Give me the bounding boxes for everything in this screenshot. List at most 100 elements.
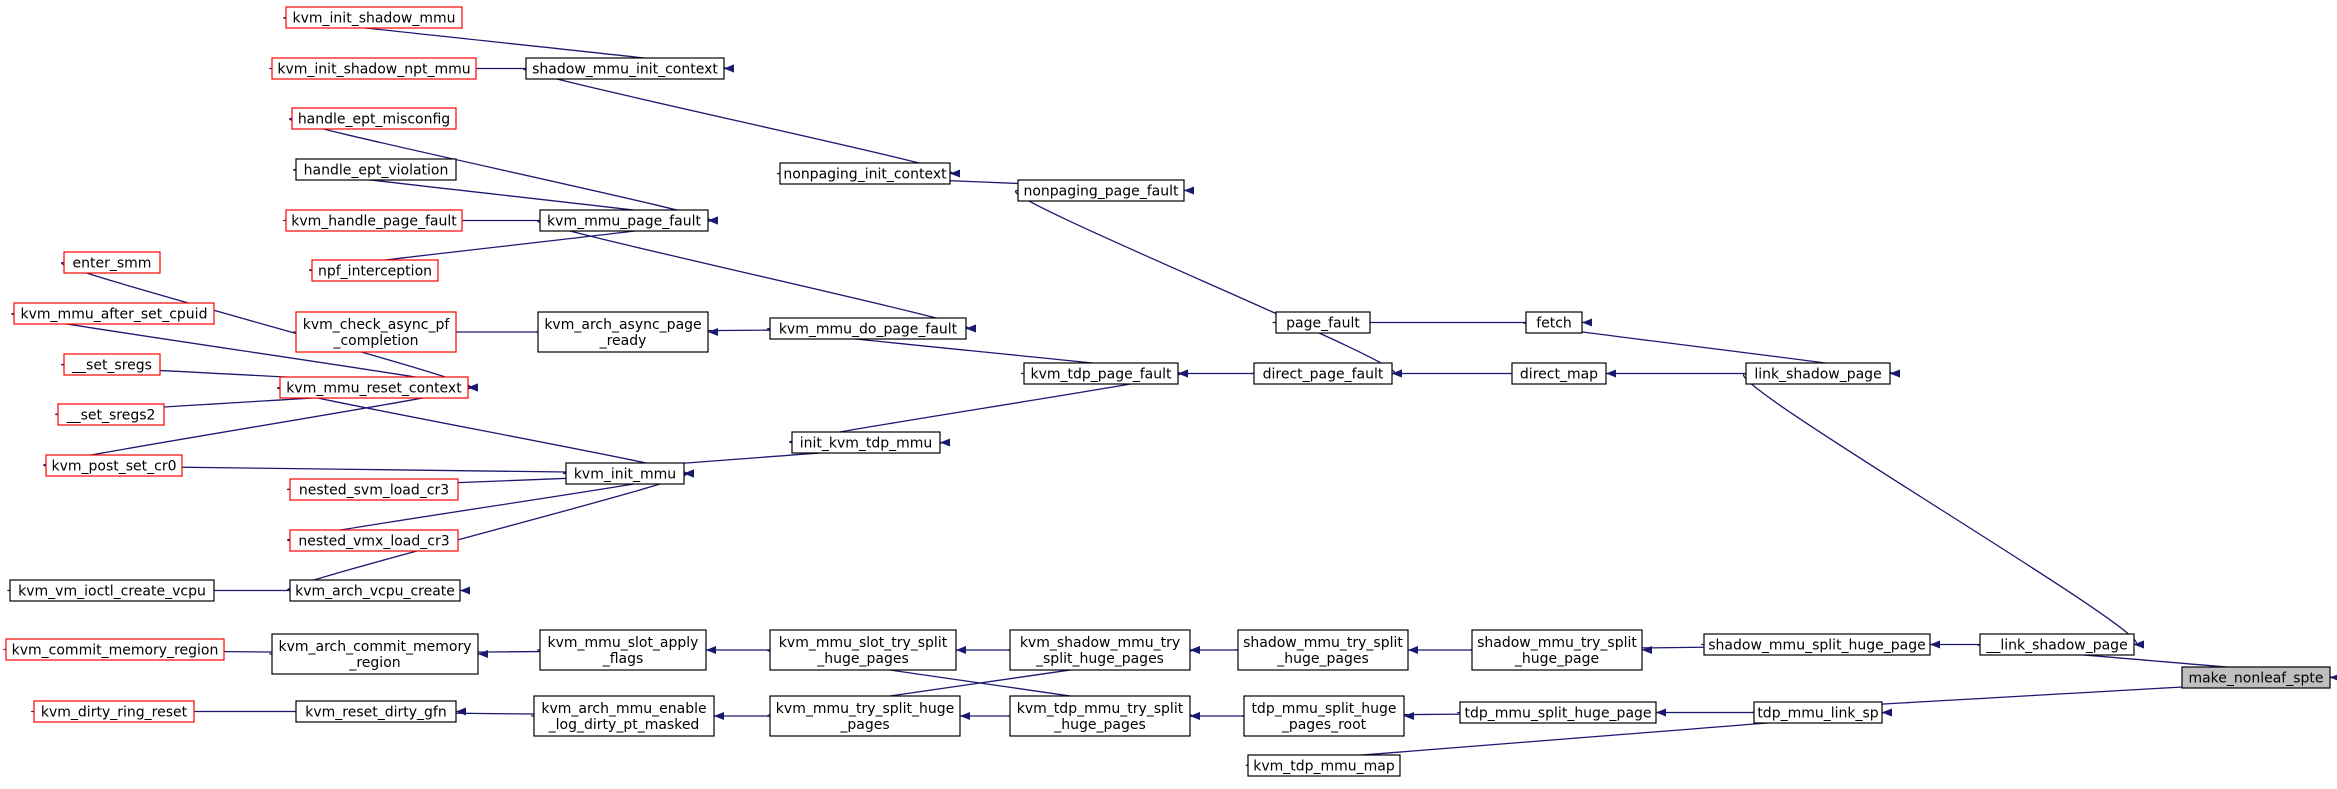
node-box [1247,754,1401,777]
node-kvm_reset_dirty_gfn[interactable]: kvm_reset_dirty_gfn [295,700,457,723]
node-nested_svm_load_cr3[interactable]: nested_svm_load_cr3 [289,478,459,501]
node-box [1753,701,1883,724]
node-label: shadow_mmu_try_split [1243,635,1403,651]
node-kvm_tdp_page_fault[interactable]: kvm_tdp_page_fault [1023,362,1179,385]
node-kvm_arch_vcpu_create[interactable]: kvm_arch_vcpu_create [289,579,461,602]
node-box [565,462,685,485]
node-box [271,633,479,675]
node-box [779,162,951,185]
node-label: kvm_mmu_slot_apply [548,635,699,651]
node-page_fault[interactable]: page_fault [1275,311,1371,334]
node-set_sregs[interactable]: __set_sregs [63,353,161,376]
node-kvm_mmu_do_page_fault[interactable]: kvm_mmu_do_page_fault [769,317,967,340]
node-fetch[interactable]: fetch [1525,311,1583,334]
node-tdp_mmu_split_huge_pages_root[interactable]: tdp_mmu_split_huge_pages_root [1243,695,1405,737]
node-kvm_init_shadow_npt_mmu[interactable]: kvm_init_shadow_npt_mmu [271,57,477,80]
node-box [311,259,439,282]
node-link_shadow_page[interactable]: link_shadow_page [1745,362,1891,385]
node-label: nested_svm_load_cr3 [299,483,449,499]
node-shadow_mmu_split_huge_page[interactable]: shadow_mmu_split_huge_page [1703,633,1931,656]
node-kvm_handle_page_fault[interactable]: kvm_handle_page_fault [285,209,463,232]
node-label: kvm_handle_page_fault [291,214,457,230]
node-init_kvm_tdp_mmu[interactable]: init_kvm_tdp_mmu [791,431,941,454]
node-shadow_mmu_try_split_huge_pages[interactable]: shadow_mmu_try_split_huge_pages [1237,629,1409,671]
node-label: _region [348,655,400,671]
node-set_sregs2[interactable]: __set_sregs2 [57,403,165,426]
node-box [1525,311,1583,334]
node-label: kvm_vm_ioctl_create_vcpu [18,584,206,600]
node-label: _split_huge_pages [1035,651,1164,667]
node-kvm_check_async_pf_completion[interactable]: kvm_check_async_pf_completion [295,311,457,353]
node-label: nonpaging_init_context [783,167,947,183]
node-box [5,638,225,661]
node-box [285,209,463,232]
node-nonpaging_page_fault[interactable]: nonpaging_page_fault [1017,179,1185,202]
node-kvm_commit_memory_region[interactable]: kvm_commit_memory_region [5,638,225,661]
node-nonpaging_init_context[interactable]: nonpaging_init_context [779,162,951,185]
node-kvm_init_mmu[interactable]: kvm_init_mmu [565,462,685,485]
node-box [533,695,715,737]
node-kvm_post_set_cr0[interactable]: kvm_post_set_cr0 [45,454,183,477]
node-box [1471,629,1643,671]
node-tdp_mmu_link_sp[interactable]: tdp_mmu_link_sp [1753,701,1883,724]
node-label: nonpaging_page_fault [1023,184,1179,200]
node-kvm_tdp_mmu_map[interactable]: kvm_tdp_mmu_map [1247,754,1401,777]
node-kvm_mmu_after_set_cpuid[interactable]: kvm_mmu_after_set_cpuid [13,302,215,325]
node-link_shadow_page_2[interactable]: __link_shadow_page [1979,633,2135,656]
node-label: _pages_root [1281,717,1367,733]
node-kvm_init_shadow_mmu[interactable]: kvm_init_shadow_mmu [285,6,463,29]
node-label: kvm_init_shadow_npt_mmu [277,62,470,78]
node-direct_page_fault[interactable]: direct_page_fault [1253,362,1393,385]
node-box [1459,701,1657,724]
node-kvm_mmu_slot_try_split_huge_pages[interactable]: kvm_mmu_slot_try_split_huge_pages [769,629,957,671]
node-nested_vmx_load_cr3[interactable]: nested_vmx_load_cr3 [289,529,459,552]
node-label: direct_map [1520,367,1598,383]
node-box [1243,695,1405,737]
node-shadow_mmu_try_split_huge_page[interactable]: shadow_mmu_try_split_huge_page [1471,629,1643,671]
node-box [279,376,469,399]
node-box [539,629,707,671]
node-kvm_mmu_slot_apply_flags[interactable]: kvm_mmu_slot_apply_flags [539,629,707,671]
node-npf_interception[interactable]: npf_interception [311,259,439,282]
node-kvm_arch_async_page_ready[interactable]: kvm_arch_async_page_ready [537,311,709,353]
node-label: handle_ept_violation [304,163,449,179]
node-kvm_tdp_mmu_try_split_huge_pages[interactable]: kvm_tdp_mmu_try_split_huge_pages [1009,695,1191,737]
node-label: kvm_arch_async_page [544,317,701,333]
node-shadow_mmu_init_context[interactable]: shadow_mmu_init_context [525,57,725,80]
node-kvm_vm_ioctl_create_vcpu[interactable]: kvm_vm_ioctl_create_vcpu [9,579,215,602]
node-handle_ept_violation[interactable]: handle_ept_violation [295,158,457,181]
node-label: _flags [602,651,644,667]
node-kvm_arch_mmu_enable_log_dirty_pt_masked[interactable]: kvm_arch_mmu_enable_log_dirty_pt_masked [533,695,715,737]
node-enter_smm[interactable]: enter_smm [63,251,161,274]
node-box [295,700,457,723]
node-label: kvm_commit_memory_region [12,643,219,659]
node-label: __set_sregs [71,358,152,374]
node-direct_map[interactable]: direct_map [1511,362,1607,385]
node-label: kvm_mmu_do_page_fault [779,322,958,338]
node-label: kvm_mmu_after_set_cpuid [21,307,208,323]
node-kvm_dirty_ring_reset[interactable]: kvm_dirty_ring_reset [33,700,195,723]
node-handle_ept_misconfig[interactable]: handle_ept_misconfig [291,107,457,130]
node-label: kvm_tdp_mmu_map [1253,759,1395,775]
node-label: tdp_mmu_split_huge [1251,701,1396,717]
node-kvm_mmu_page_fault[interactable]: kvm_mmu_page_fault [539,209,709,232]
node-box [1979,633,2135,656]
node-kvm_mmu_reset_context[interactable]: kvm_mmu_reset_context [279,376,469,399]
node-tdp_mmu_split_huge_page[interactable]: tdp_mmu_split_huge_page [1459,701,1657,724]
node-label: _log_dirty_pt_masked [548,717,700,733]
node-box [769,695,961,737]
node-label: kvm_tdp_page_fault [1030,367,1172,383]
edge-nonpaging_page_fault-to-direct_page_fault [1014,189,1403,378]
node-label: _completion [332,333,418,349]
node-box [291,107,457,130]
node-box [33,700,195,723]
node-box [769,317,967,340]
node-label: kvm_reset_dirty_gfn [305,705,446,721]
node-kvm_arch_commit_memory_region[interactable]: kvm_arch_commit_memory_region [271,633,479,675]
node-label: direct_page_fault [1263,367,1384,383]
node-label: kvm_check_async_pf [303,317,451,333]
node-kvm_mmu_try_split_huge_pages[interactable]: kvm_mmu_try_split_huge_pages [769,695,961,737]
node-label: tdp_mmu_split_huge_page [1464,706,1651,722]
edge-shadow_mmu_init_context-to-nonpaging_init_context [523,67,961,178]
node-kvm_shadow_mmu_try_split_huge_pages[interactable]: kvm_shadow_mmu_try_split_huge_pages [1009,629,1191,671]
